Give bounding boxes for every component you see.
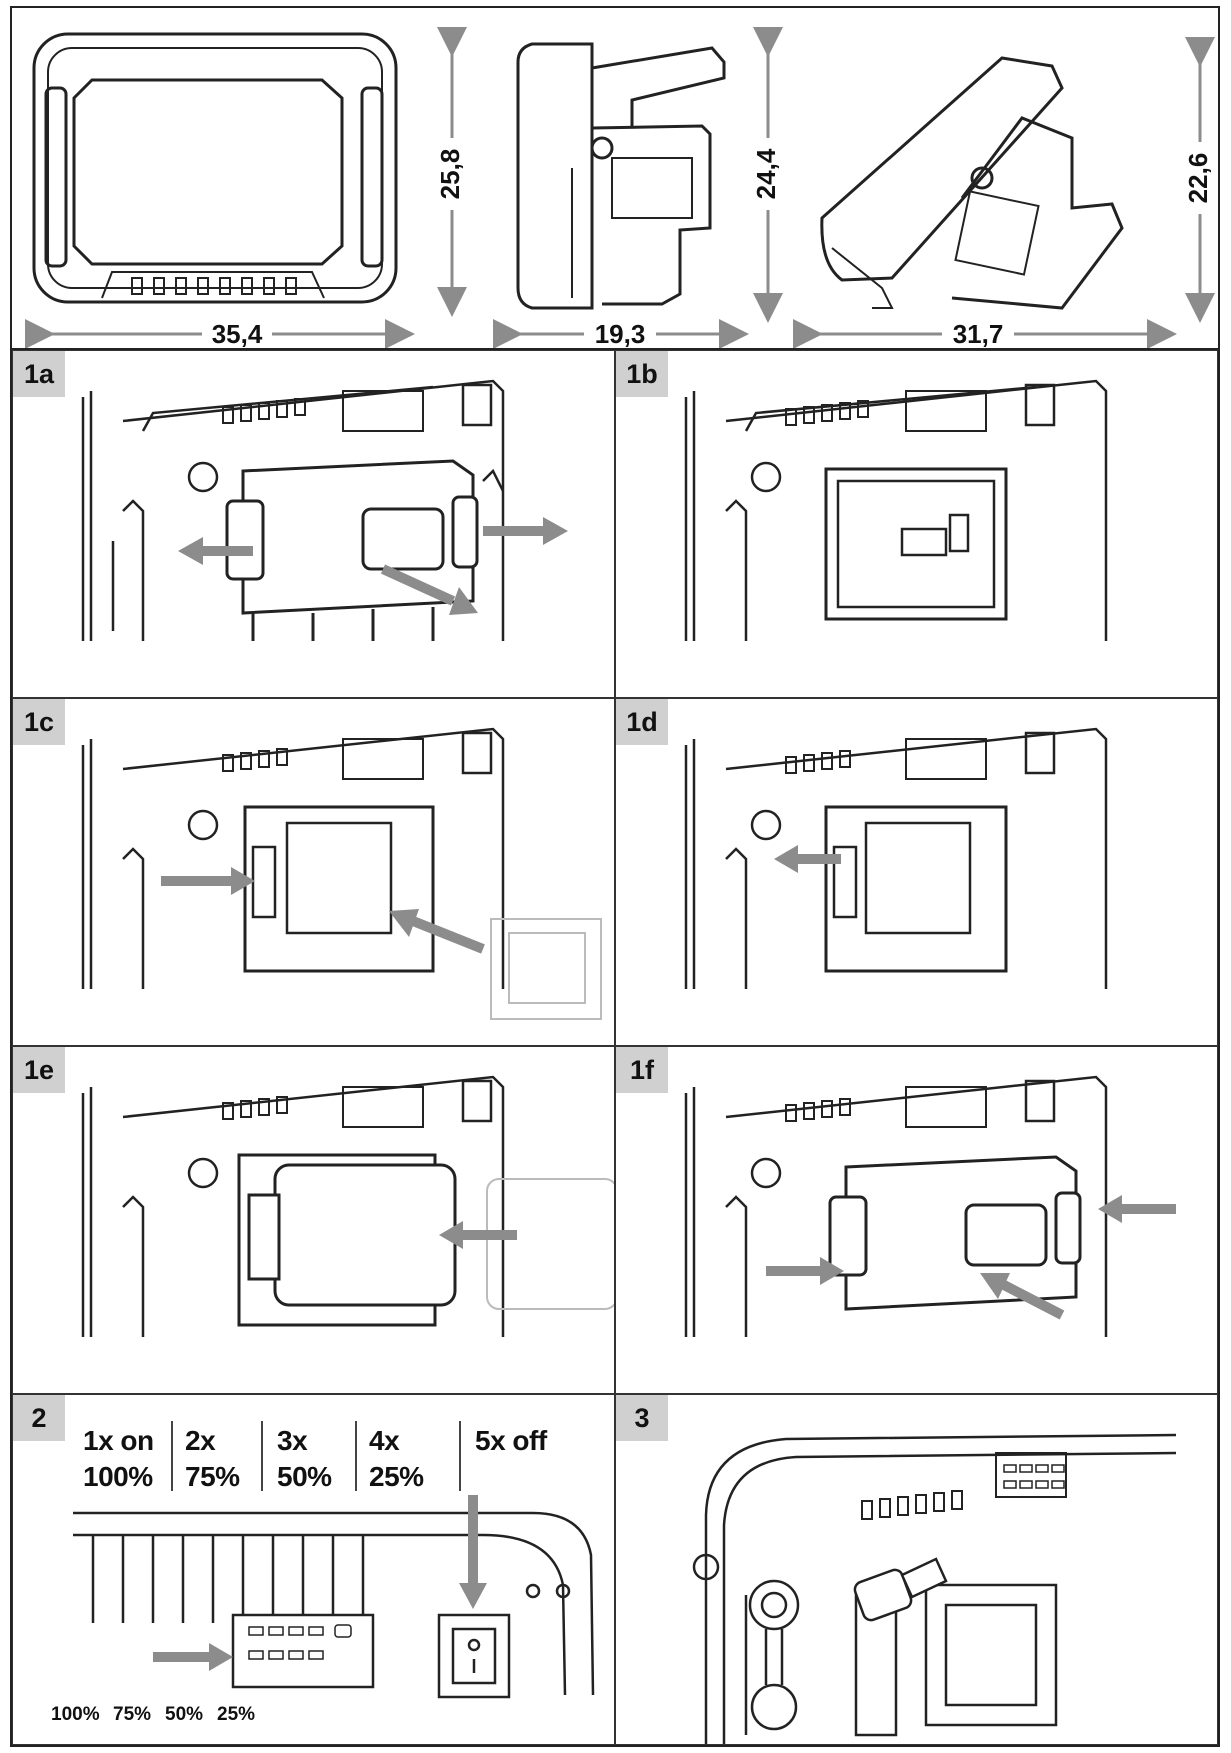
- usb-cover: [748, 1579, 800, 1731]
- battery-pack: [225, 459, 479, 641]
- mode-level: 25%: [369, 1461, 424, 1492]
- mode-level: 75%: [185, 1461, 240, 1492]
- led-indicators: [1003, 1464, 1065, 1489]
- battery-level-50: 50%: [165, 1704, 204, 1725]
- side-height-label: 24,4: [751, 148, 781, 199]
- mode-press: 4x: [369, 1425, 400, 1456]
- step-label: 1a: [13, 351, 65, 397]
- battery-pack: [828, 1155, 1082, 1311]
- battery-pack: [247, 1163, 457, 1307]
- battery-level-25: 25%: [217, 1704, 256, 1725]
- step-label: 1e: [13, 1047, 65, 1093]
- step-arrows: [766, 1195, 1176, 1320]
- step-label: 1c: [13, 699, 65, 745]
- side-depth-label: 19,3: [595, 319, 646, 348]
- step-illustration: [81, 1075, 614, 1337]
- mode-1: 1x on 100%: [83, 1423, 154, 1495]
- mode-divider: [355, 1421, 357, 1491]
- mode-press: 2x: [185, 1425, 216, 1456]
- battery-level-100: 100%: [51, 1704, 100, 1725]
- step-label: 3: [616, 1395, 668, 1441]
- step-1f-panel: 1f: [615, 1046, 1218, 1394]
- step-illustration: [684, 1075, 1176, 1337]
- front-height-label: 25,8: [435, 149, 465, 200]
- step-label: 1f: [616, 1047, 668, 1093]
- tilted-height-label: 22,6: [1183, 153, 1213, 204]
- mode-level: 100%: [83, 1461, 153, 1492]
- switch-illustration: [73, 1495, 595, 1699]
- usb-cable-plug: [853, 1557, 948, 1622]
- faded-adapter: [490, 918, 602, 1020]
- tilted-length-label: 31,7: [953, 319, 1004, 348]
- mode-divider: [171, 1421, 173, 1491]
- step-arrows: [161, 867, 485, 954]
- step-illustration: [81, 727, 602, 1020]
- dimension-drawings: 35,4 25,8 19,3 24,4: [25, 27, 1215, 348]
- step-1e-panel: 1e: [12, 1046, 615, 1394]
- mode-press: 3x: [277, 1425, 308, 1456]
- step-label: 1d: [616, 699, 668, 745]
- step-label: 2: [13, 1395, 65, 1441]
- step-label: 1b: [616, 351, 668, 397]
- tilted-view-drawing: [820, 56, 1124, 310]
- manual-page: 35,4 25,8 19,3 24,4: [10, 6, 1220, 1747]
- dimensions-panel: 35,4 25,8 19,3 24,4: [12, 8, 1218, 350]
- mode-press: 1x on: [83, 1425, 154, 1456]
- mode-divider: [261, 1421, 263, 1491]
- step-1d-panel: 1d: [615, 698, 1218, 1046]
- step-illustration: [684, 379, 1108, 641]
- step-arrows: [178, 517, 568, 615]
- front-view-drawing: [32, 32, 398, 304]
- mode-3: 3x 50%: [277, 1423, 332, 1495]
- mode-press: 5x off: [475, 1425, 547, 1456]
- step-arrows: [439, 1221, 517, 1249]
- front-width-label: 35,4: [212, 319, 263, 348]
- step-illustration: [684, 727, 1108, 989]
- mode-divider: [459, 1421, 461, 1491]
- mode-2: 2x 75%: [185, 1423, 240, 1495]
- step-illustration: [81, 379, 568, 641]
- usb-port-illustration: [692, 1433, 1177, 1744]
- step-2-panel: 2 1x on 100% 2x 75% 3x 50% 4x 25% 5x off: [12, 1394, 615, 1745]
- battery-level-75: 75%: [113, 1704, 152, 1725]
- step-1b-panel: 1b: [615, 350, 1218, 698]
- faded-battery: [486, 1178, 614, 1310]
- side-view-drawing: [516, 42, 726, 310]
- step-arrows: [153, 1495, 487, 1671]
- step-3-panel: 3: [615, 1394, 1218, 1745]
- mode-level: 50%: [277, 1461, 332, 1492]
- led-indicators: [248, 1624, 352, 1660]
- mode-5: 5x off: [475, 1423, 547, 1459]
- step-arrows: [774, 845, 841, 873]
- step-1c-panel: 1c: [12, 698, 615, 1046]
- mode-4: 4x 25%: [369, 1423, 424, 1495]
- step-1a-panel: 1a: [12, 350, 615, 698]
